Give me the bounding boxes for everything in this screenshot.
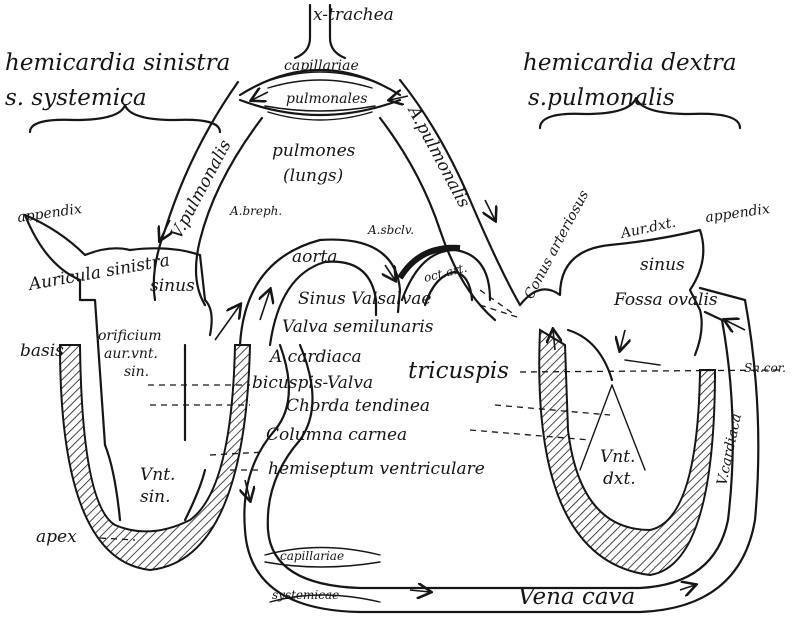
- label-right-heart-subtitle: s.pulmonalis: [528, 85, 675, 111]
- label-v-pulmonalis: V.pulmonalis: [167, 136, 236, 242]
- label-capillariae-bottom: capillariae: [280, 549, 344, 563]
- label-sin-small: sin.: [124, 364, 149, 380]
- label-valva-semilunaris: Valva semilunaris: [282, 317, 434, 337]
- label-vnt-dxt-2: dxt.: [603, 469, 636, 489]
- label-a-breph: A.breph.: [229, 204, 282, 218]
- label-pulmones: pulmones: [272, 141, 356, 161]
- label-appendix-left: appendix: [16, 201, 83, 226]
- label-sinus-left: sinus: [150, 276, 195, 296]
- label-a-pulmonalis: A.pulmonalis: [403, 101, 474, 211]
- label-orificium: orificium: [98, 328, 162, 344]
- label-right-heart-title: hemicardia dextra: [523, 50, 737, 76]
- label-sinus-right: sinus: [640, 255, 685, 275]
- label-appendix-right: appendix: [704, 201, 771, 226]
- label-systemicae: systemicae: [272, 588, 339, 602]
- label-capillariae-top: capillariae: [284, 58, 359, 74]
- label-bicuspis: bicuspis-Valva: [252, 373, 373, 393]
- label-conus: Conus arteriosus: [521, 188, 592, 302]
- label-trachea: x-trachea: [313, 5, 394, 25]
- label-lungs: (lungs): [283, 166, 343, 186]
- label-aur-dxt: Aur.dxt.: [618, 215, 678, 243]
- label-left-heart-subtitle: s. systemica: [5, 85, 147, 111]
- label-a-cardiaca: A.cardiaca: [268, 347, 362, 367]
- label-chorda: Chorda tendinea: [286, 396, 430, 416]
- label-aorta: aorta: [292, 247, 337, 267]
- label-columna: Columna carnea: [266, 425, 407, 445]
- leader-lines: [100, 290, 780, 540]
- label-vena-cava: Vena cava: [518, 584, 635, 610]
- label-pulmonales: pulmonales: [286, 91, 367, 107]
- label-sn-cor: Sn.cor.: [744, 361, 786, 375]
- label-a-sbclv: A.sbclv.: [367, 223, 414, 237]
- right-heart: [520, 230, 715, 575]
- label-vnt-sin-1: Vnt.: [140, 465, 175, 485]
- label-apex: apex: [36, 527, 77, 547]
- label-vnt-dxt-1: Vnt.: [600, 447, 635, 467]
- label-hemiseptum: hemiseptum ventriculare: [268, 459, 485, 479]
- pulmonary-artery: [380, 80, 520, 320]
- label-tricuspis: tricuspis: [408, 358, 509, 384]
- label-v-cardiaca: V.cardiaca: [714, 412, 745, 487]
- label-left-heart-title: hemicardia sinistra: [5, 50, 230, 76]
- label-vnt-sin-2: sin.: [140, 487, 171, 507]
- label-aur-vnt: aur.vnt.: [104, 346, 158, 362]
- label-oct-art: oct.art.: [422, 261, 468, 285]
- label-fossa: Fossa ovalis: [613, 290, 718, 310]
- label-sinus-valsalvae: Sinus Valsalvae: [298, 289, 432, 309]
- label-basis: basis: [20, 341, 64, 361]
